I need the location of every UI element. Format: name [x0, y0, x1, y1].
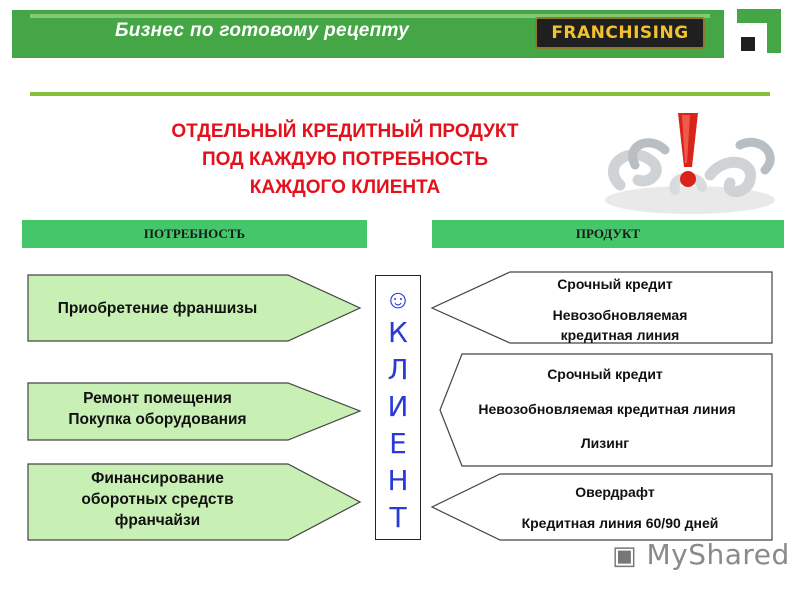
- product-chevron-3: [430, 473, 773, 541]
- product-1-line-2: Невозобновляемая: [552, 307, 688, 323]
- product-1-line-3: кредитная линия: [560, 327, 680, 343]
- header-title: Бизнес по готовому рецепту: [115, 20, 410, 41]
- franchising-logo: FRANCHISING: [535, 17, 705, 49]
- watermark-text: MyShared: [646, 538, 790, 571]
- headline-line-2: ПОД КАЖДУЮ ПОТРЕБНОСТЬ: [201, 149, 488, 170]
- header-divider: [30, 92, 770, 96]
- exclamation-question-icon: [605, 113, 775, 214]
- header-stripe: [30, 14, 710, 18]
- product-2-line-2: Невозобновляемая кредитная линия: [478, 401, 736, 417]
- client-letter: Н: [387, 464, 409, 497]
- need-2-line-2: Покупка оборудования: [68, 411, 247, 428]
- product-column-header: ПРОДУКТ: [432, 220, 784, 248]
- product-2-line-1: Срочный кредит: [547, 366, 663, 382]
- need-3-line-2: оборотных средств: [81, 491, 234, 508]
- presentation-icon: ▣: [612, 541, 638, 571]
- need-3-line-3: франчайзи: [114, 512, 201, 529]
- need-3: Финансирование оборотных средств франчай…: [20, 468, 295, 531]
- client-box: ☺ К Л И Е Н Т: [375, 275, 421, 540]
- product-3-line-2: Кредитная линия 60/90 дней: [521, 515, 719, 531]
- watermark: ▣ MyShared: [612, 538, 790, 571]
- need-arrow-3: [27, 463, 362, 541]
- need-3-line-1: Финансирование: [91, 470, 224, 487]
- need-2: Ремонт помещения Покупка оборудования: [20, 388, 295, 430]
- need-arrow-2: [27, 382, 362, 441]
- need-arrow-1: [27, 274, 362, 342]
- client-letter: Т: [389, 501, 407, 534]
- product-3-line-1: Овердрафт: [575, 484, 655, 500]
- headline-line-3: КАЖДОГО КЛИЕНТА: [249, 177, 441, 198]
- need-2-line-1: Ремонт помещения: [83, 390, 232, 407]
- client-letter: Е: [389, 427, 407, 460]
- diagram-shapes: [27, 271, 773, 541]
- product-1-line-1: Срочный кредит: [557, 276, 673, 292]
- franchising-logo-text: FRANCHISING: [551, 23, 689, 43]
- client-letter: Л: [387, 353, 409, 386]
- product-2-line-3: Лизинг: [580, 435, 630, 451]
- headline: ОТДЕЛЬНЫЙ КРЕДИТНЫЙ ПРОДУКТ ПОД КАЖДУЮ П…: [100, 118, 590, 202]
- need-1: Приобретение франшизы: [20, 298, 295, 319]
- client-letter: И: [387, 390, 409, 423]
- headline-line-1: ОТДЕЛЬНЫЙ КРЕДИТНЫЙ ПРОДУКТ: [171, 121, 519, 142]
- product-chevron-2: [439, 353, 773, 467]
- bank-logo-icon: [733, 5, 785, 57]
- smiley-icon: ☺: [384, 284, 412, 314]
- need-1-line-1: Приобретение франшизы: [57, 300, 258, 317]
- client-letter: К: [388, 316, 408, 349]
- product-chevron-1: [430, 271, 773, 344]
- need-column-header: ПОТРЕБНОСТЬ: [22, 220, 367, 248]
